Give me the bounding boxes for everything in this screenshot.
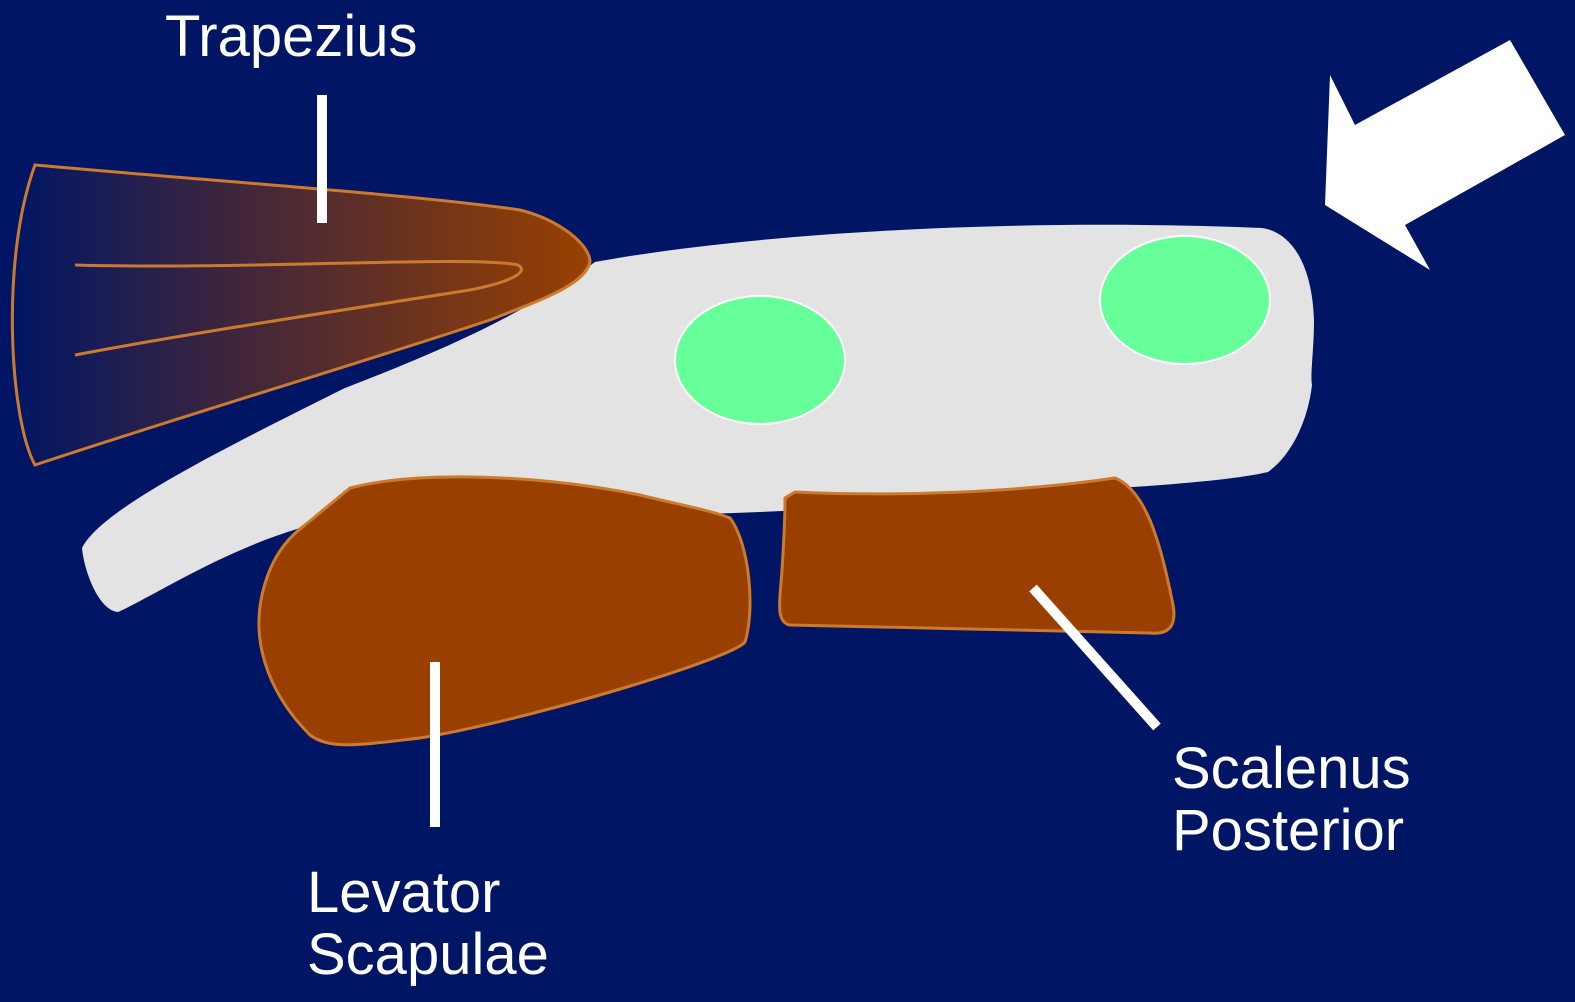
direction-arrow [1325,40,1565,270]
scalenus-posterior-label-line2: Posterior [1172,800,1411,862]
trapezius-label: Trapezius [165,6,418,68]
levator-scapulae-label-line2: Scapulae [307,924,549,986]
scalenus-posterior-muscle [780,478,1174,633]
scalenus-posterior-label-line1: Scalenus [1172,738,1411,800]
levator-scapulae-muscle [259,477,750,745]
levator-scapulae-label-line1: Levator [307,862,549,924]
nerve-circle-left [675,296,845,424]
levator-scapulae-label: Levator Scapulae [307,862,549,986]
scalenus-posterior-label: Scalenus Posterior [1172,738,1411,862]
nerve-circle-right [1100,236,1270,364]
